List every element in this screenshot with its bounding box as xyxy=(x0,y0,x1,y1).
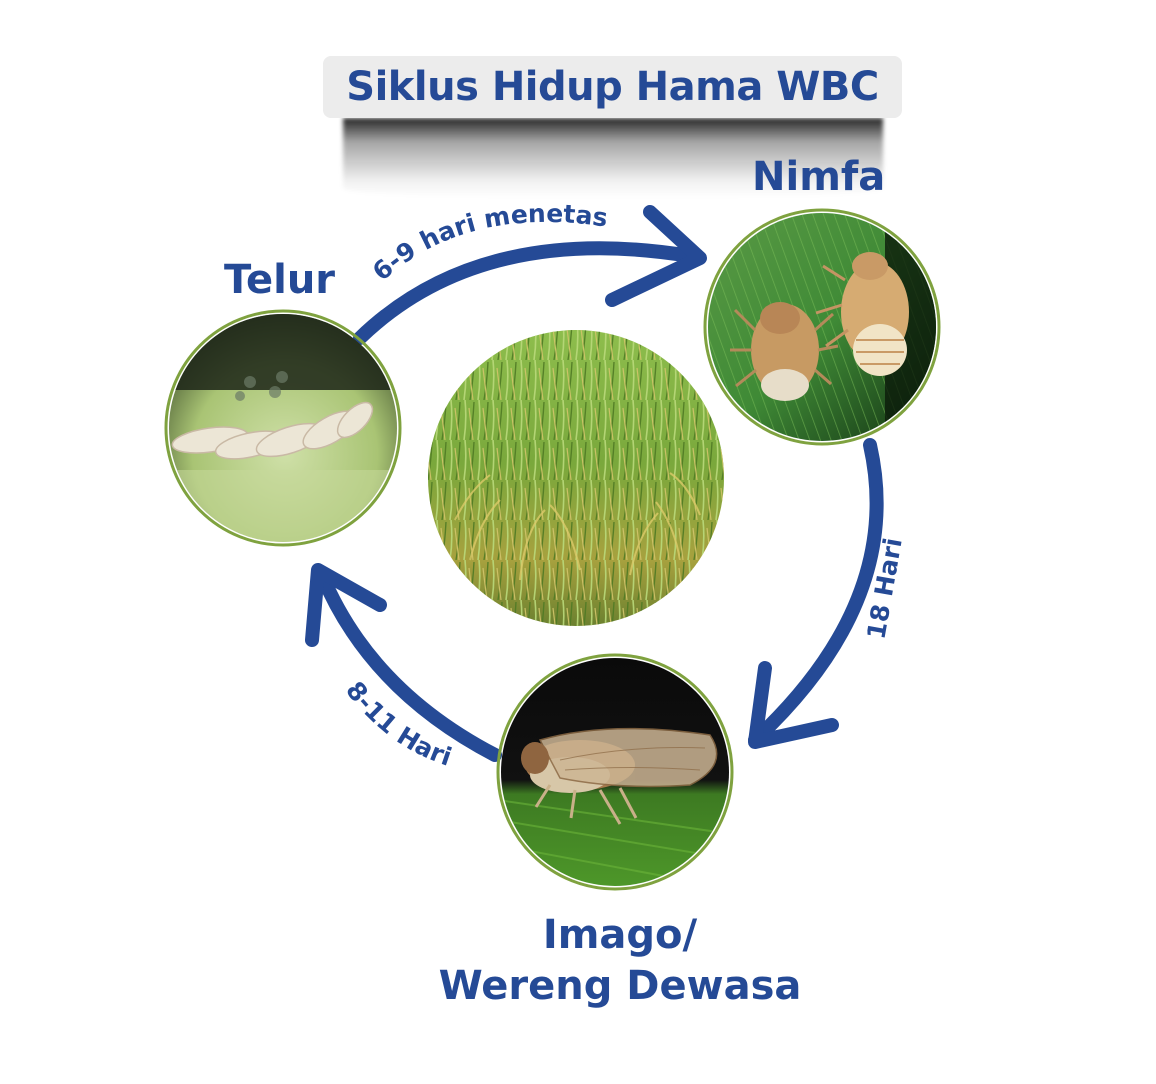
stage-label-imago: Imago/ Wereng Dewasa xyxy=(400,910,840,1012)
arrow-telur-to-nimfa xyxy=(353,241,697,345)
telur-image xyxy=(169,314,397,542)
stage-rings xyxy=(164,208,941,891)
stage-label-imago-line2: Wereng Dewasa xyxy=(438,963,802,1010)
arrow-imago-to-telur xyxy=(315,568,502,762)
stage-label-nimfa: Nimfa xyxy=(752,154,886,200)
stage-label-telur: Telur xyxy=(224,257,336,303)
arrow-nimfa-to-imago xyxy=(748,438,884,747)
arrowhead-imago-icon xyxy=(748,661,839,749)
arrowhead-telur-icon xyxy=(305,563,387,647)
cycle-arrows xyxy=(305,205,884,762)
rice-field-image xyxy=(428,330,724,626)
diagram-title: Siklus Hidup Hama WBC xyxy=(346,64,879,110)
stage-label-imago-line1: Imago/ xyxy=(542,912,698,958)
title-shadow xyxy=(343,118,883,198)
arrowhead-nimfa-icon xyxy=(605,205,707,307)
imago-image xyxy=(501,658,729,886)
title-box: Siklus Hidup Hama WBC xyxy=(323,56,902,118)
nimfa-image xyxy=(708,213,936,441)
